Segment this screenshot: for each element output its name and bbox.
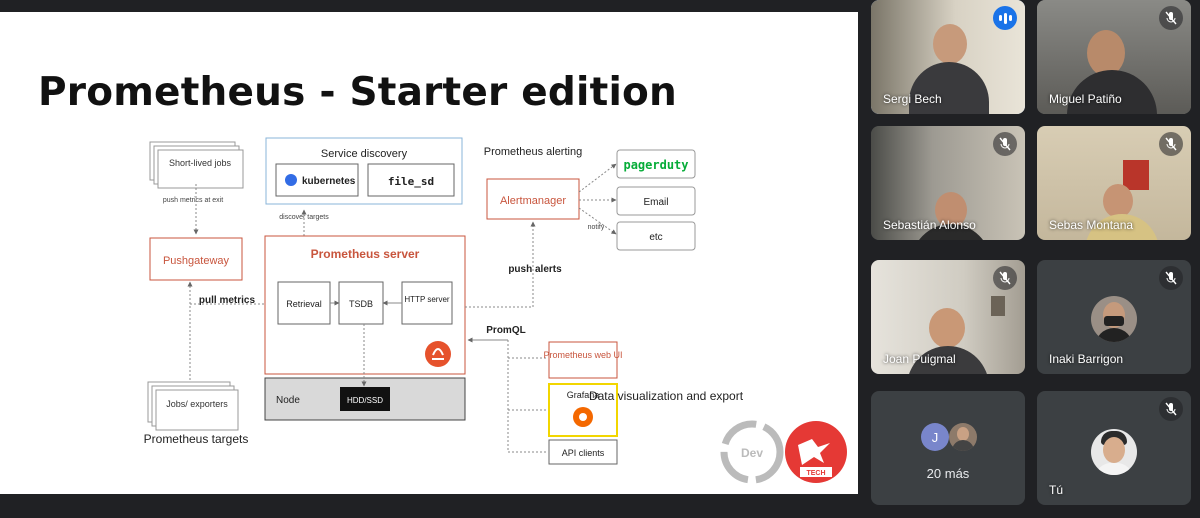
mic-off-icon (1159, 397, 1183, 421)
pushgateway-box: Pushgateway (149, 237, 243, 281)
hdd-ssd-label: HDD/SSD (347, 396, 383, 405)
dev-logo-label: Dev (741, 446, 763, 460)
avatar: J (921, 423, 949, 451)
push-alerts-label: push alerts (508, 264, 562, 275)
prometheus-web-ui-box: Prometheus web UI (543, 341, 623, 379)
etc-box: etc (616, 221, 696, 251)
alertmanager-label: Alertmanager (500, 195, 566, 207)
pull-metrics-label: pull metrics (199, 295, 256, 306)
participant-name: Sebas Montana (1049, 218, 1134, 232)
notify-label: notify (588, 224, 605, 231)
etc-label: etc (649, 232, 662, 243)
more-participants-tile[interactable]: J 20 más (871, 391, 1025, 505)
tech-logo-label: TECH (806, 470, 825, 477)
participant-tile-sergi-bech[interactable]: Sergi Bech (871, 0, 1025, 114)
promql-label: PromQL (486, 325, 525, 336)
participant-name: Tú (1049, 483, 1064, 497)
more-participants-count: 20 más (926, 466, 970, 481)
participant-name: Joan Puigmal (883, 352, 956, 366)
pagerduty-box: pagerduty (616, 149, 696, 179)
participant-tile-miguel-patino[interactable]: Miguel Patiño (1037, 0, 1191, 114)
mic-off-icon (1159, 266, 1183, 290)
grafana-box: Grafana (548, 383, 618, 437)
mic-off-icon (993, 266, 1017, 290)
avatar (949, 423, 977, 451)
participant-tile-sebastian-alonso[interactable]: Sebastián Alonso (871, 126, 1025, 240)
prometheus-server-label: Prometheus server (311, 247, 420, 261)
service-discovery-box: Service discovery kubernetes file_sd (265, 137, 463, 205)
pagerduty-label: pagerduty (623, 158, 688, 172)
prometheus-alerting-label: Prometheus alerting (484, 146, 582, 158)
email-box: Email (616, 186, 696, 216)
grafana-label: Grafana (567, 390, 600, 400)
api-clients-box: API clients (548, 439, 618, 465)
kubernetes-label: kubernetes (302, 176, 356, 187)
data-visualization-label: Data visualization and export (589, 389, 744, 403)
jobs-exporters-box: Jobs/ exporters (147, 381, 239, 431)
prometheus-logo-icon (425, 341, 451, 367)
presentation-slide: Prometheus - Starter edition Short-lived… (0, 12, 858, 494)
push-metrics-label: push metrics at exit (163, 197, 223, 204)
mic-off-icon (1159, 132, 1183, 156)
api-clients-label: API clients (562, 448, 605, 458)
retrieval-label: Retrieval (286, 299, 322, 309)
speaking-indicator-icon (993, 6, 1017, 30)
mic-off-icon (1159, 6, 1183, 30)
participant-tile-self[interactable]: Tú (1037, 391, 1191, 505)
kubernetes-icon (285, 174, 297, 186)
node-label: Node (276, 395, 300, 406)
participant-name: Sebastián Alonso (883, 218, 976, 232)
http-server-label: HTTP server (404, 295, 450, 304)
file-sd-label: file_sd (388, 175, 434, 188)
jobs-exporters-label: Jobs/ exporters (166, 399, 228, 409)
short-lived-jobs-label: Short-lived jobs (169, 158, 232, 168)
prometheus-server-box: Prometheus server Retrieval TSDB HTTP se… (264, 235, 466, 375)
tech-logo: TECH (785, 421, 847, 483)
email-label: Email (643, 197, 668, 208)
slide-title: Prometheus - Starter edition (38, 70, 677, 115)
participant-tile-sebas-montana[interactable]: Sebas Montana (1037, 126, 1191, 240)
pushgateway-label: Pushgateway (163, 255, 230, 267)
avatar (1091, 429, 1137, 475)
service-discovery-label: Service discovery (321, 148, 408, 160)
avatar (1091, 296, 1137, 342)
participant-name: Sergi Bech (883, 92, 942, 106)
prometheus-architecture-diagram: Short-lived jobs push metrics at exit Pu… (144, 137, 847, 484)
participant-tile-joan-puigmal[interactable]: Joan Puigmal (871, 260, 1025, 374)
tsdb-label: TSDB (349, 299, 373, 309)
participant-name: Inaki Barrigon (1049, 352, 1124, 366)
discover-targets-label: discover targets (279, 214, 329, 221)
web-ui-label: Prometheus web UI (543, 350, 622, 360)
node-box: Node HDD/SSD (264, 377, 466, 421)
short-lived-jobs-box: Short-lived jobs (149, 141, 244, 189)
participant-name: Miguel Patiño (1049, 92, 1122, 106)
mic-off-icon (993, 132, 1017, 156)
prometheus-targets-label: Prometheus targets (144, 432, 249, 446)
dev-logo: Dev (720, 420, 784, 484)
participant-tile-inaki-barrigon[interactable]: Inaki Barrigon (1037, 260, 1191, 374)
alertmanager-box: Alertmanager (486, 178, 580, 220)
